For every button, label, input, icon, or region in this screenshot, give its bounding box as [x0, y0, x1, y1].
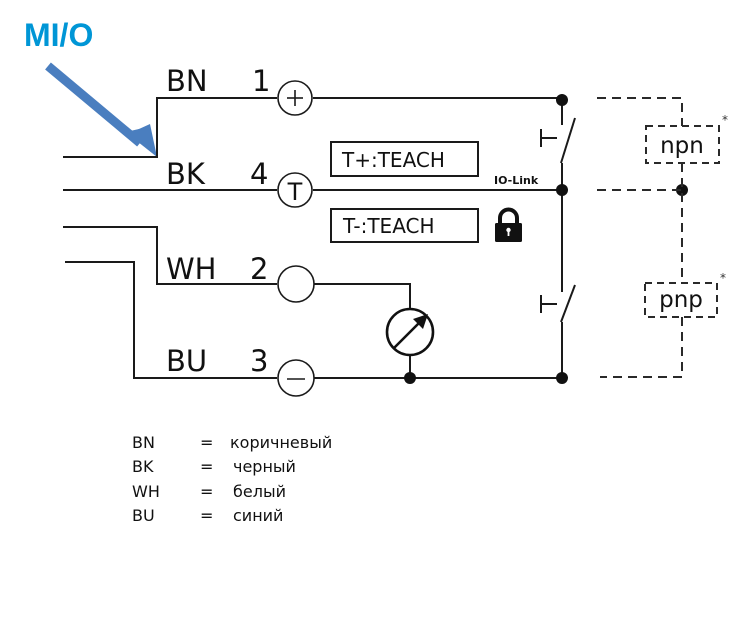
legend-meaning: белый — [233, 481, 286, 501]
legend-separator: = — [200, 506, 214, 526]
legend-meaning: синий — [233, 506, 284, 526]
legend-code: WH — [132, 481, 160, 501]
title-mio: MI/O — [24, 17, 93, 53]
svg-text:npn: npn — [660, 133, 704, 159]
switch-lower — [540, 250, 576, 378]
terminal-2 — [277, 265, 315, 303]
legend-code: BK — [132, 457, 154, 477]
junction-dot — [404, 372, 416, 384]
npn-output-box: npn * — [645, 113, 728, 164]
lock-icon — [495, 207, 522, 242]
svg-text:T-:TEACH: T-:TEACH — [342, 214, 435, 238]
io-link-label: IO-Link — [494, 174, 539, 187]
dashed-line-bottom — [600, 317, 683, 378]
legend-meaning: черный — [233, 457, 296, 477]
legend-row: BK = черный — [132, 455, 332, 480]
legend-meaning: коричневый — [230, 432, 333, 452]
pin-number-3: 3 — [250, 344, 268, 378]
legend-separator: = — [200, 481, 214, 501]
footnote-mark: * — [720, 271, 726, 285]
footnote-mark: * — [722, 113, 728, 127]
svg-text:T: T — [287, 178, 303, 206]
legend-row: WH = белый — [132, 479, 332, 504]
junction-dot — [676, 184, 688, 196]
legend-separator: = — [200, 457, 214, 477]
switch-upper — [540, 100, 576, 190]
junction-dot — [556, 372, 568, 384]
junction-dot — [556, 184, 568, 196]
terminal-3-minus — [277, 359, 315, 397]
wire-wh-right — [314, 283, 411, 309]
teach-plus-box: T+:TEACH — [330, 141, 479, 177]
pin-number-2: 2 — [250, 252, 268, 286]
wire-wh — [63, 226, 277, 285]
dashed-line-top — [597, 97, 683, 126]
terminal-4-teach: T — [277, 172, 313, 208]
pin-number-1: 1 — [252, 64, 270, 98]
junction-dot — [556, 94, 568, 106]
pin-code-bu: BU — [166, 344, 207, 378]
legend-row: BU = синий — [132, 504, 332, 529]
legend-code: BN — [132, 432, 155, 452]
pin-code-wh: WH — [166, 252, 216, 286]
legend-code: BU — [132, 506, 155, 526]
pnp-output-box: pnp * — [644, 271, 726, 318]
wire-bn — [63, 97, 277, 158]
wire-bu — [65, 261, 277, 379]
svg-text:pnp: pnp — [659, 287, 703, 313]
analog-meter-icon — [385, 307, 435, 357]
legend-separator: = — [200, 432, 214, 452]
terminal-1-plus — [277, 80, 313, 116]
arrow-pointer-icon — [45, 62, 157, 157]
color-legend: BN = коричневый BK = черный WH = белый B… — [132, 430, 332, 528]
pin-code-bn: BN — [166, 64, 208, 98]
legend-row: BN = коричневый — [132, 430, 332, 455]
pin-code-bk: BK — [166, 157, 206, 191]
teach-minus-box: T-:TEACH — [330, 208, 479, 243]
pin-number-4: 4 — [250, 157, 268, 191]
svg-text:T+:TEACH: T+:TEACH — [341, 148, 445, 172]
